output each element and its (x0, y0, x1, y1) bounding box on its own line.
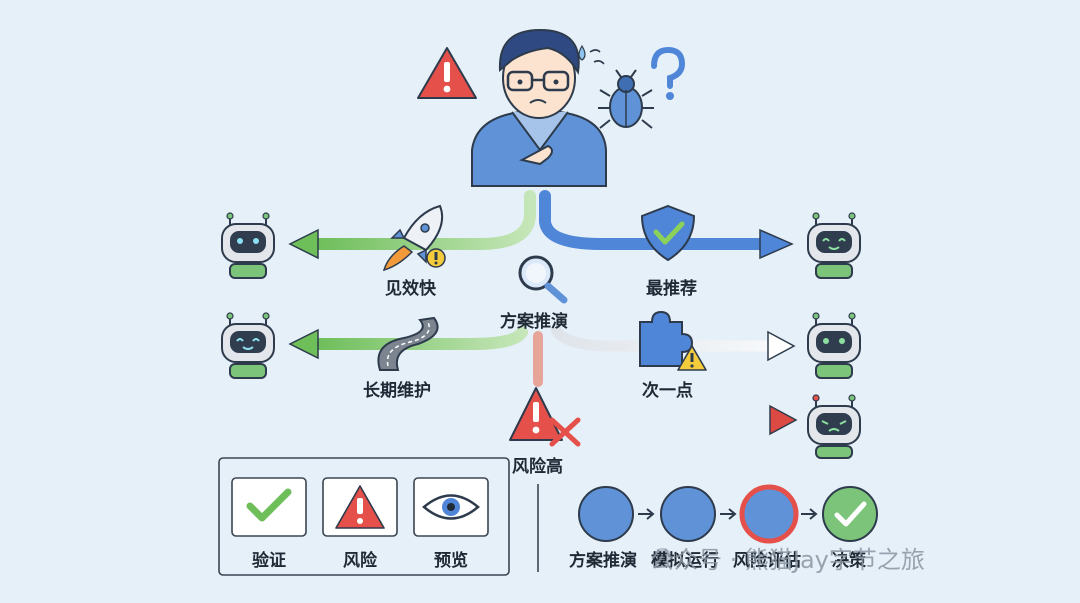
warning-card-icon (322, 477, 398, 537)
label-left-top: 见效快 (385, 279, 436, 299)
label-center: 方案推演 (500, 312, 568, 332)
risk-warning-icon (509, 387, 563, 441)
flow-step-2-circle (660, 486, 716, 542)
watermark-logo-icon (654, 548, 672, 566)
arrowhead-left-bottom (288, 328, 319, 360)
flow-arrow-2 (720, 508, 737, 520)
flow-step-3-circle (739, 484, 799, 544)
legend-label-verify: 验证 (252, 551, 286, 571)
flow-label-1: 方案推演 (569, 551, 637, 571)
flow-label-2: 模拟运行 (651, 551, 719, 571)
magnifier-icon (518, 255, 568, 304)
arrowhead-right-mid (767, 330, 796, 362)
flow-label-4: 决策 (832, 551, 866, 571)
robot-right-top-icon (807, 212, 861, 279)
robot-left-bottom-icon (221, 312, 275, 379)
rocket-icon (382, 204, 446, 272)
question-mark-icon (651, 46, 686, 100)
watermark: 公众号 · 熊猫Jay字节之旅 (650, 546, 925, 574)
branch-right-top (539, 190, 766, 250)
flow-arrow-1 (638, 508, 655, 520)
arrowhead-right-top (759, 228, 794, 260)
bug-icon (598, 69, 654, 129)
person-icon (471, 28, 607, 187)
robot-right-bottom-icon (807, 394, 861, 459)
robot-right-mid-icon (807, 312, 861, 379)
label-left-bottom: 长期维护 (363, 381, 431, 401)
check-card-icon (231, 477, 307, 537)
legend-label-preview: 预览 (434, 551, 468, 571)
road-icon (377, 316, 439, 371)
small-warning-icon (677, 345, 707, 371)
flow-label-3: 风险评估 (733, 551, 801, 571)
robot-left-top-icon (221, 212, 275, 279)
flow-arrow-3 (801, 508, 818, 520)
flow-step-4-circle (822, 486, 878, 542)
label-bottom: 风险高 (512, 457, 563, 477)
sweat-marks (589, 49, 605, 65)
cross-icon (549, 417, 581, 447)
branch-left-top (310, 190, 536, 250)
legend-box (218, 457, 510, 576)
branch-right-mid (550, 324, 776, 352)
branch-left-bottom (310, 326, 528, 350)
arrowhead-bottom (769, 404, 798, 436)
label-right-mid: 次一点 (642, 381, 693, 401)
flow-step-1-circle (578, 486, 634, 542)
legend-label-risk: 风险 (343, 551, 377, 571)
label-right-top: 最推荐 (646, 279, 697, 299)
eye-card-icon (413, 477, 489, 537)
shield-icon (640, 204, 696, 262)
warning-icon (417, 47, 477, 99)
arrowhead-left-top (288, 228, 319, 260)
